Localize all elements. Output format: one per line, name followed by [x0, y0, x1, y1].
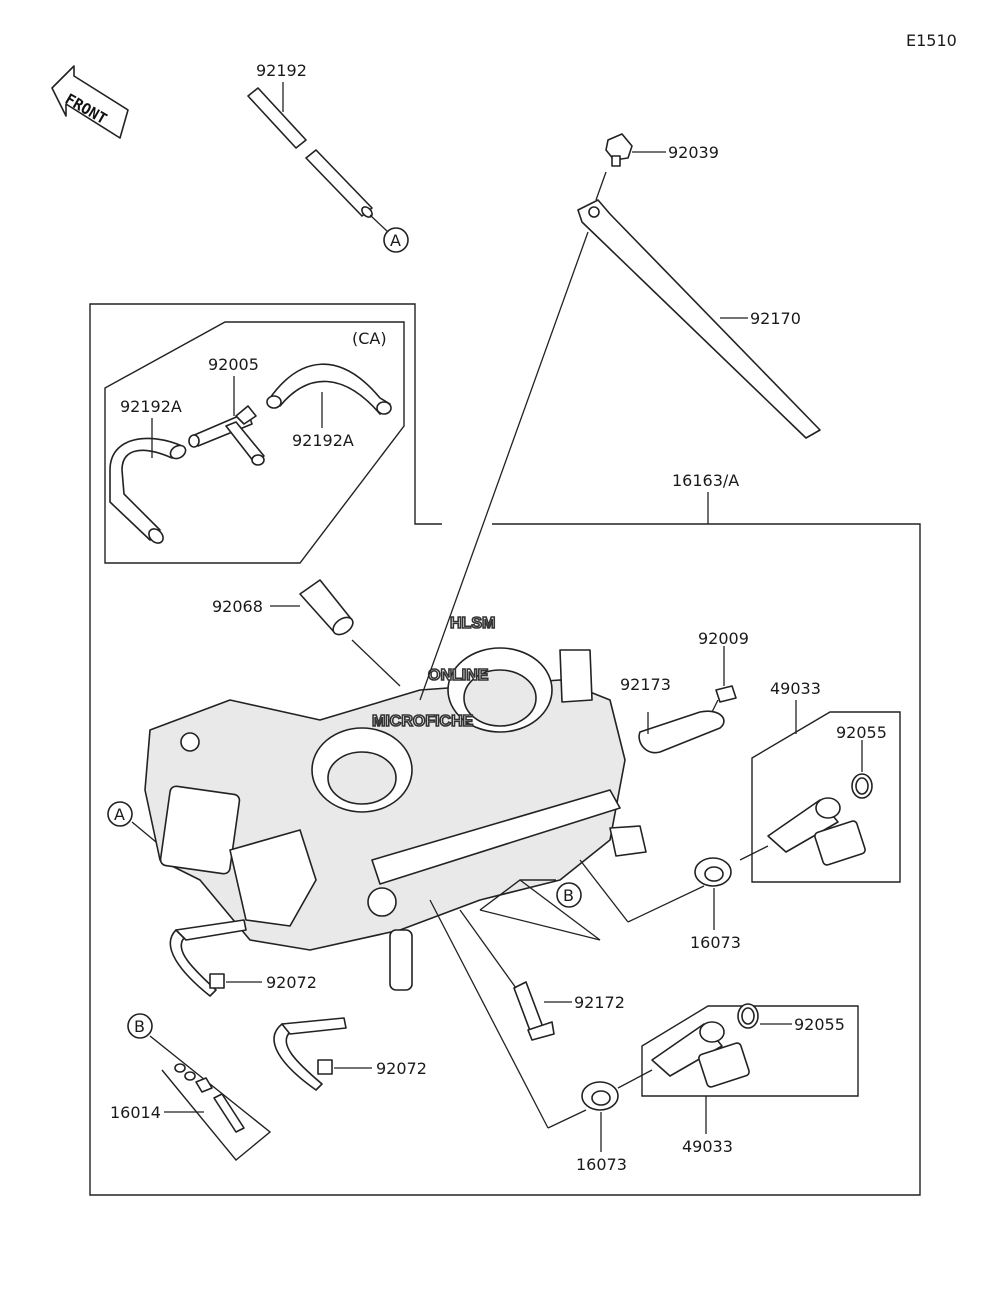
- screw-set-16014: [174, 1063, 245, 1133]
- label-92055-top: 92055: [836, 723, 887, 742]
- label-92039: 92039: [668, 143, 719, 162]
- bolt-92172: [513, 981, 555, 1041]
- watermark-line3: MICROFICHE: [372, 713, 474, 730]
- ref-a-label-top: A: [390, 231, 401, 250]
- ref-b-circle-bottom: [127, 1013, 153, 1039]
- injector-box-top: [751, 711, 901, 883]
- screw-set-frame: [149, 1035, 272, 1161]
- main-frame: [89, 303, 921, 1196]
- ref-a-circle-top: [383, 227, 409, 253]
- label-92192: 92192: [256, 61, 307, 80]
- label-16073-top: 16073: [690, 933, 741, 952]
- cable-tie-92072-b: [273, 1017, 347, 1091]
- strap-92170: [577, 199, 821, 439]
- hose-92192a-right: [266, 363, 392, 415]
- watermark-line1: HLSM: [450, 615, 495, 632]
- ref-b-circle-body: [556, 882, 582, 908]
- watermark: HLSM ONLINE MICROFICHE: [371, 614, 496, 731]
- watermark-line2: ONLINE: [428, 667, 489, 684]
- label-16073-bottom: 16073: [576, 1155, 627, 1174]
- label-49033-bottom: 49033: [682, 1137, 733, 1156]
- label-16163a: 16163/A: [672, 471, 739, 490]
- label-92009: 92009: [698, 629, 749, 648]
- ref-a-circle-body: [107, 801, 133, 827]
- ca-label: (CA): [352, 329, 387, 348]
- diagram-code: E1510: [906, 31, 957, 50]
- injector-49033-top: [739, 797, 866, 866]
- label-92072-b: 92072: [376, 1059, 427, 1078]
- ref-b-label-bottom: B: [134, 1017, 145, 1036]
- cable-tie-92072-a: [169, 919, 247, 997]
- hose-92192a-left: [109, 437, 187, 544]
- label-92192a-left: 92192A: [120, 397, 182, 416]
- ref-b-label-body: B: [563, 886, 574, 905]
- label-49033-top: 49033: [770, 679, 821, 698]
- label-92173: 92173: [620, 675, 671, 694]
- label-92068: 92068: [212, 597, 263, 616]
- ca-box: [104, 321, 405, 564]
- throttle-body-assembly: [144, 647, 647, 991]
- clamp-92173: [638, 710, 725, 754]
- hose-92192: [247, 87, 373, 218]
- label-16014: 16014: [110, 1103, 161, 1122]
- label-92055-bottom: 92055: [794, 1015, 845, 1034]
- label-92192a-right: 92192A: [292, 431, 354, 450]
- injector-49033-bottom: [617, 1021, 750, 1089]
- label-92072-a: 92072: [266, 973, 317, 992]
- tee-joint-92005: [188, 405, 265, 466]
- label-92005: 92005: [208, 355, 259, 374]
- front-arrow-icon: FRONT: [51, 65, 129, 139]
- cap-92068: [299, 579, 354, 636]
- label-92170: 92170: [750, 309, 801, 328]
- label-92172: 92172: [574, 993, 625, 1012]
- screw-92009: [711, 685, 737, 713]
- clip-92039: [605, 133, 633, 167]
- ref-a-label-body: A: [114, 805, 125, 824]
- injector-box-bottom: [641, 1005, 859, 1097]
